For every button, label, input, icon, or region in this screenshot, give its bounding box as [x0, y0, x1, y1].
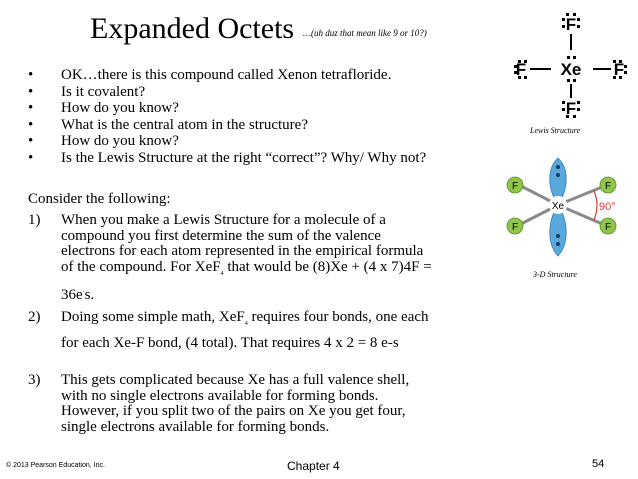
formula-text: that would be (8)Xe + (4 x 7)4F = — [223, 258, 432, 275]
fluorine-label: F — [605, 222, 611, 233]
formula-text: requires four bonds, one each — [247, 309, 429, 325]
item-line: electrons for each atom represented in t… — [61, 243, 424, 259]
bullet-item: Is the Lewis Structure at the right “cor… — [28, 150, 426, 167]
item-line: However, if you split two of the pairs o… — [61, 403, 406, 419]
lewis-bonds — [530, 34, 611, 98]
item-line: compound you first determine the sum of … — [61, 227, 381, 244]
xenon-atom — [549, 196, 567, 214]
item-line: for each Xe-F bond, (4 total). That requ… — [61, 334, 399, 351]
fluorine-atoms — [506, 176, 617, 235]
fluorine-label: F — [605, 181, 611, 192]
item-text: Doing some simple math, XeF4 requires fo… — [61, 309, 429, 351]
bullet-item: OK…there is this compound called Xenon t… — [28, 67, 426, 84]
bullet-item: Is it covalent? — [28, 84, 426, 101]
item-line: When you make a Lewis Structure for a mo… — [61, 212, 386, 228]
chapter-label: Chapter 4 — [287, 459, 340, 473]
angle-arc — [593, 190, 598, 221]
superscript: - — [82, 289, 85, 295]
item-line: 36e-s. — [61, 285, 432, 304]
fluorine-label: F — [512, 181, 518, 192]
slide-title: Expanded Octets — [90, 12, 295, 45]
item-number: 1) — [28, 212, 41, 228]
item-line: Doing some simple math, XeF4 requires fo… — [61, 309, 429, 333]
item-line: single electrons available for forming b… — [61, 418, 330, 435]
question-list: OK…there is this compound called Xenon t… — [28, 67, 426, 167]
formula-text: s. — [84, 287, 95, 303]
formula-text: of the compound. For XeF — [61, 258, 221, 275]
page-number: 54 — [592, 458, 605, 470]
lewis-fluorine-top: F — [566, 15, 576, 34]
item-line: of the compound. For XeF4 that would be … — [61, 258, 432, 283]
copyright-notice: © 2013 Pearson Education, Inc. — [6, 462, 105, 469]
lewis-xenon-center: Xe — [561, 60, 582, 79]
formula-text: Doing some simple math, XeF — [61, 309, 245, 325]
bullet-item: What is the central atom in the structur… — [28, 117, 426, 134]
item-line: This gets complicated because Xe has a f… — [61, 372, 410, 388]
lewis-structure-diagram: F F F F Xe — [514, 13, 627, 118]
bullet-item: How do you know? — [28, 133, 426, 150]
formula-text: 36e — [61, 287, 83, 303]
item-number: 2) — [28, 309, 41, 325]
lewis-caption: Lewis Structure — [530, 126, 581, 135]
xenon-label: Xe — [552, 201, 565, 212]
lewis-fluorine-right: F — [614, 60, 624, 79]
item-text: When you make a Lewis Structure for a mo… — [61, 212, 432, 304]
subscript: 4 — [244, 321, 248, 327]
item-text: This gets complicated because Xe has a f… — [61, 372, 410, 435]
bond-angle-label: 90° — [599, 201, 616, 213]
structure-3d-caption: 3-D Structure — [533, 270, 577, 279]
item-line: with no single electrons available for f… — [61, 387, 379, 404]
lone-pair-dots — [514, 13, 627, 118]
item-number: 3) — [28, 372, 41, 388]
slide-subtitle: …(uh duz that mean like 9 or 10?) — [303, 28, 427, 38]
lobe-electron-dots — [556, 165, 560, 246]
molecule-3d-diagram: Xe F F F F 90° — [506, 157, 617, 257]
lone-pair-lobe-top — [549, 157, 567, 206]
consider-heading: Consider the following: — [28, 191, 171, 207]
subscript: 4 — [220, 270, 224, 277]
lone-pair-lobe-bottom — [549, 204, 567, 257]
bullet-item: How do you know? — [28, 100, 426, 117]
fluorine-label: F — [512, 222, 518, 233]
lewis-fluorine-bottom: F — [566, 99, 576, 118]
lewis-fluorine-left: F — [516, 60, 526, 79]
